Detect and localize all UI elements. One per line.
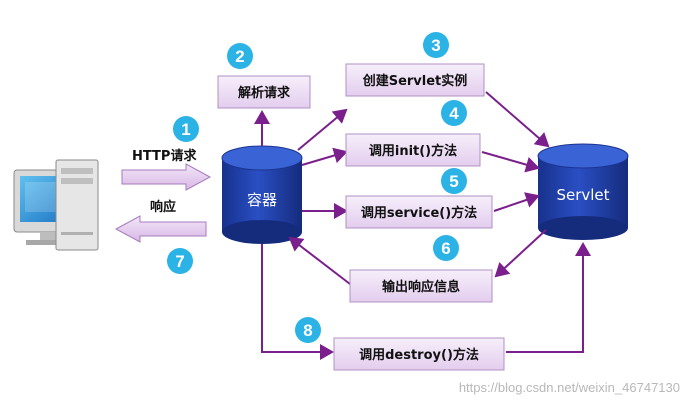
container-label: 容器 (247, 191, 277, 209)
step-badges: 1 2 3 4 5 6 7 8 (167, 32, 467, 343)
output-response-label: 输出响应信息 (382, 279, 460, 295)
servlet-label: Servlet (556, 186, 609, 204)
servlet-cylinder (537, 143, 629, 240)
call-service-label: 调用service()方法 (361, 205, 477, 221)
http-request-label: HTTP请求 (132, 148, 197, 164)
arrow-init-to-servlet (481, 151, 540, 173)
step-2-badge: 2 (235, 47, 244, 66)
connector-arrows (254, 91, 591, 360)
arrow-container-to-destroy (261, 244, 334, 360)
container-cylinder (221, 145, 303, 244)
arrow-service-to-servlet (493, 192, 540, 212)
arrow-servlet-to-output (494, 229, 547, 278)
watermark-text: https://blog.csdn.net/weixin_46747130 (459, 380, 680, 395)
arrow-create-to-servlet (485, 91, 550, 148)
create-servlet-label: 创建Servlet实例 (362, 73, 468, 89)
step-3-badge: 3 (431, 36, 440, 55)
box-call-init (345, 133, 481, 167)
box-call-destroy (333, 337, 505, 371)
box-output-response (349, 269, 493, 303)
arrow-container-to-create (297, 108, 348, 151)
box-parse-request (217, 75, 311, 109)
arrow-container-to-init (301, 147, 348, 166)
box-call-service (345, 195, 493, 229)
step-6-badge: 6 (441, 239, 450, 258)
arrow-destroy-to-servlet (506, 242, 591, 353)
response-arrow (114, 215, 207, 243)
computer-icon (13, 159, 99, 251)
call-destroy-label: 调用destroy()方法 (359, 347, 479, 363)
box-create-servlet (345, 63, 485, 97)
response-label: 响应 (150, 199, 176, 215)
parse-request-label: 解析请求 (237, 85, 291, 101)
step-7-badge: 7 (175, 252, 184, 271)
step-8-badge: 8 (303, 321, 312, 340)
step-5-badge: 5 (449, 172, 458, 191)
step-4-badge: 4 (449, 104, 459, 123)
step-1-badge: 1 (181, 120, 190, 139)
http-request-arrow (121, 163, 212, 191)
arrow-output-to-container (288, 236, 351, 285)
call-init-label: 调用init()方法 (369, 143, 457, 159)
